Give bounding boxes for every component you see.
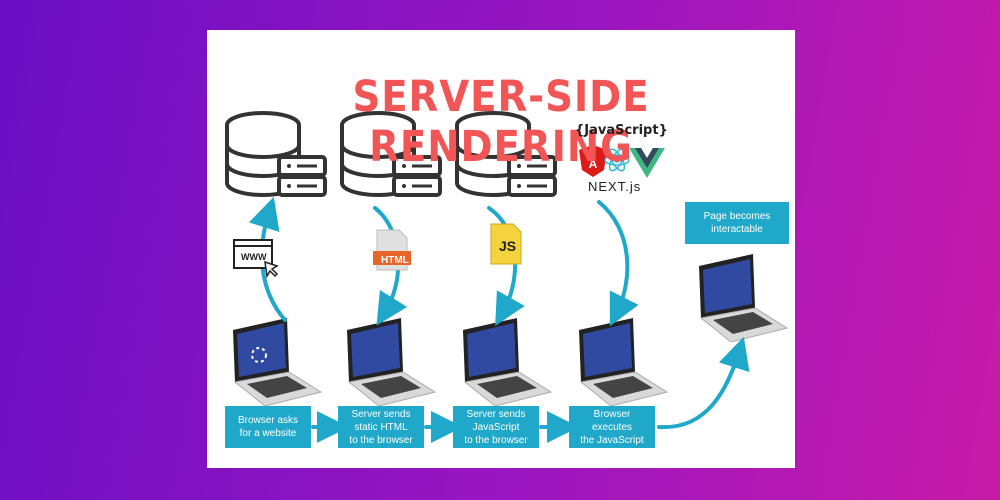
diagram-canvas: A <box>225 111 788 443</box>
laptop-icon-3 <box>462 317 552 407</box>
angular-icon: A <box>579 145 607 177</box>
laptop-icon-5 <box>698 253 788 343</box>
html-label: HTML <box>381 255 409 266</box>
vue-icon <box>629 148 665 178</box>
laptop-icon-2 <box>346 317 436 407</box>
step-browser-executes: Browser executes the JavaScript <box>569 406 655 448</box>
html-file-icon <box>373 229 411 271</box>
result-interactable: Page becomes interactable <box>685 202 789 244</box>
arrow-framework <box>597 200 639 327</box>
diagram-card: A SERVER-SIDE RENDERING {JavaScript} NEX… <box>207 30 795 468</box>
laptop-icon-1 <box>232 317 322 407</box>
step-server-sends-js: Server sends JavaScript to the browser <box>453 406 539 448</box>
laptop-icon-4 <box>578 317 668 407</box>
loading-spinner-icon <box>251 347 267 363</box>
js-file-icon <box>490 223 522 265</box>
step-server-sends-html: Server sends static HTML to the browser <box>338 406 424 448</box>
step-browser-asks: Browser asks for a website <box>225 406 311 448</box>
www-label: WWW <box>241 252 267 262</box>
page-title: SERVER-SIDE RENDERING <box>352 72 650 172</box>
js-label: JS <box>499 238 517 254</box>
arrow-to-interactive <box>657 336 750 430</box>
svg-text:A: A <box>589 157 598 171</box>
react-icon <box>604 148 630 172</box>
nextjs-logo: NEXT.js <box>588 179 642 194</box>
browser-window-icon <box>233 239 279 279</box>
javascript-logo: {JavaScript} <box>575 123 668 138</box>
